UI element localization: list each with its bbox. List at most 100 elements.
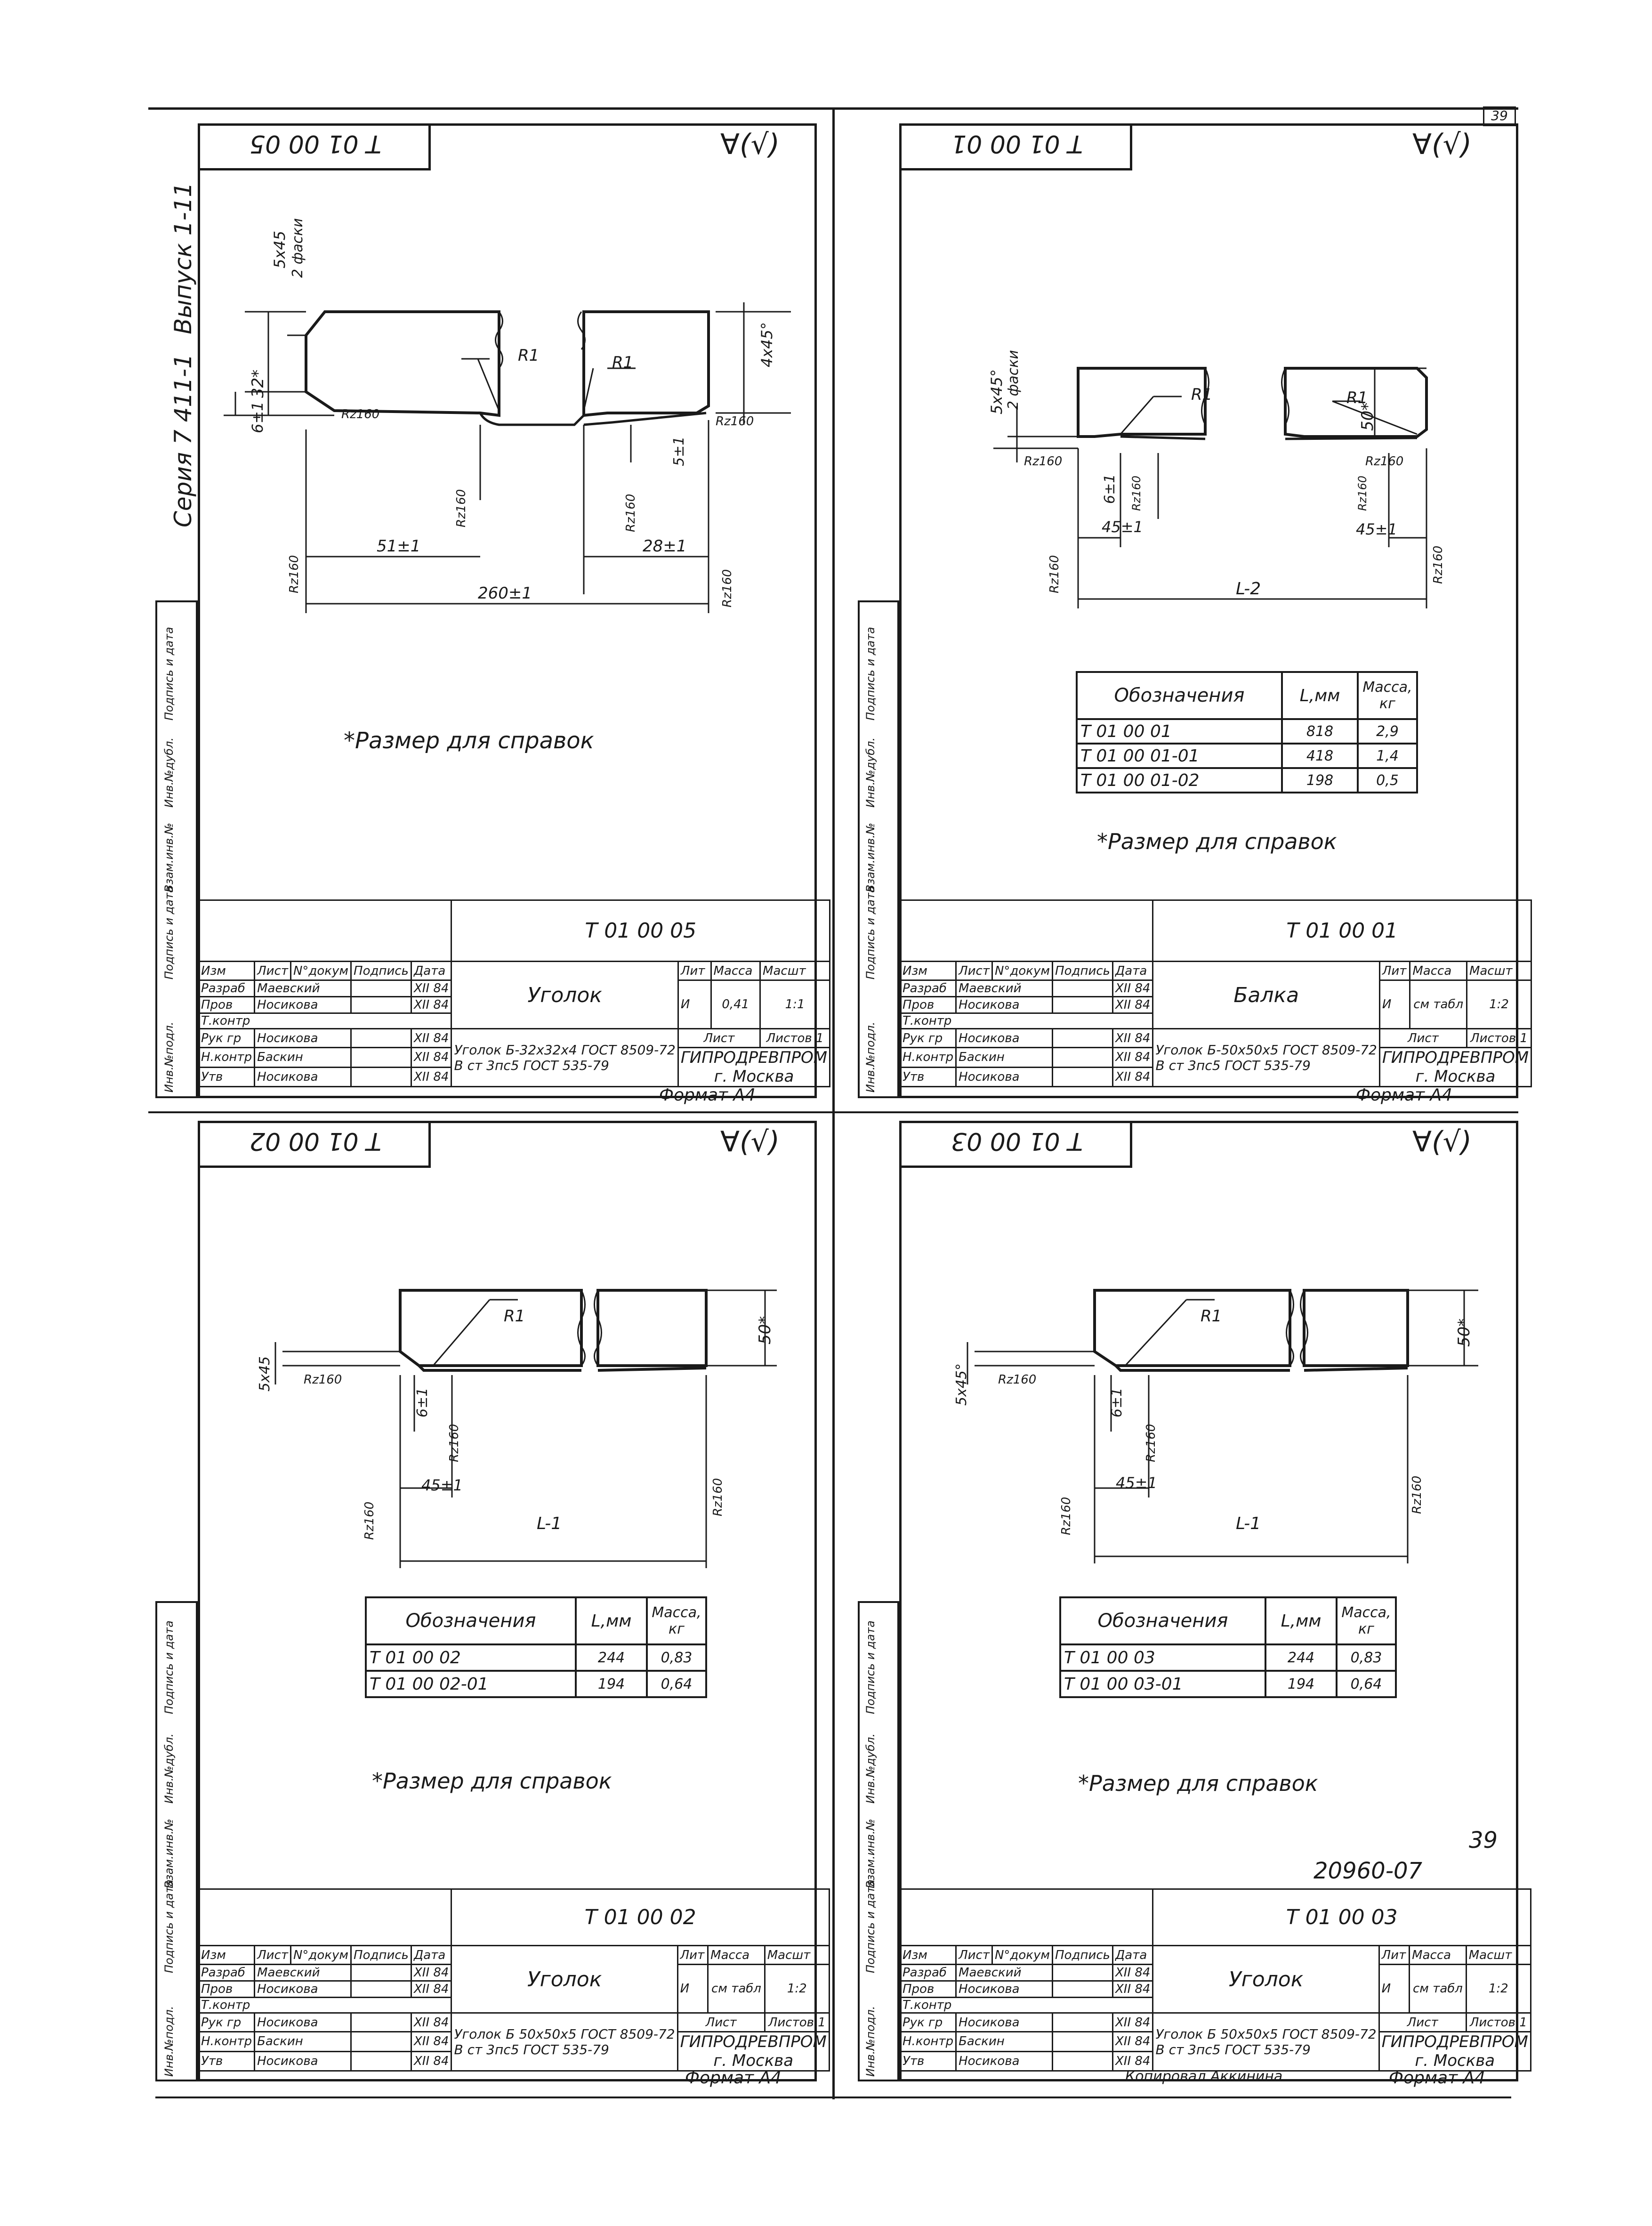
series-issue: Выпуск 1-11 <box>169 182 197 334</box>
side-label-vzam-inv-p2: Взам.инв.№ <box>864 823 877 892</box>
side-strip-p2 <box>858 600 899 1098</box>
side-label-podpis-bottom: Подпись и дата <box>162 886 176 979</box>
tb-title-p2: Балка <box>1152 961 1380 1029</box>
roughness-rz-c-p1: Rz160 <box>454 489 468 527</box>
dim-r1b-p2: R1 <box>1346 389 1368 407</box>
roughness-mark-p1: ∀(√) <box>720 128 780 161</box>
dim-tol6-p1: 6±1 <box>249 401 266 433</box>
dim-total-p4: L-1 <box>1236 1514 1261 1533</box>
roughness-rz-b-p3: Rz160 <box>447 1424 461 1462</box>
side-label-vzam-inv: Взам.инв.№ <box>162 823 176 892</box>
dim-chamfer-note-p2: 2 фаски <box>1005 350 1022 410</box>
series-label: Серия 7 411-1 <box>169 354 197 527</box>
roughness-rz-f-p2: Rz160 <box>1431 545 1445 584</box>
roughness-rz-a-p4: Rz160 <box>998 1373 1037 1387</box>
roughness-mark-p3: ∀(√) <box>720 1125 780 1158</box>
center-vertical-rule <box>832 107 835 2099</box>
roughness-rz-a-p1: Rz160 <box>341 407 380 421</box>
dim-chamfer-p1: 5x45 <box>271 230 289 268</box>
dim-chamfer-p4: 5x45° <box>953 1363 970 1406</box>
side-label-inv-podl-p3: Инв.№подл. <box>162 2006 176 2077</box>
dim-45-p4: 45±1 <box>1116 1474 1157 1492</box>
drawing-panel-t010001 <box>899 123 1518 1098</box>
drawing-panel-t010005 <box>198 123 817 1098</box>
side-label-inv-podl-p2: Инв.№подл. <box>864 1021 877 1093</box>
roughness-rz-a-p3: Rz160 <box>304 1373 342 1387</box>
reference-note-p4: *Размер для справок <box>1078 1771 1318 1796</box>
part-drawing-p1 <box>224 302 791 613</box>
side-label-inv-dubl-p2: Инв.№дубл. <box>864 737 877 808</box>
format-p2: Формат А4 <box>1356 1085 1453 1105</box>
roughness-rz-c-p2: Rz160 <box>1130 475 1143 511</box>
side-label-inv-podl: Инв.№подл. <box>162 1021 176 1093</box>
code-box-p3 <box>198 1121 431 1168</box>
dim-45b-p2: 45±1 <box>1356 520 1397 538</box>
copied-by: Копировал Аккинина <box>1125 2068 1283 2085</box>
side-label-inv-dubl: Инв.№дубл. <box>162 737 176 808</box>
dim-total-p3: L-1 <box>537 1514 562 1533</box>
side-strip-p3 <box>155 1601 198 2081</box>
side-label-podpis-bottom-p2: Подпись и дата <box>864 886 877 979</box>
sheet-number-handwritten: 39 <box>1469 1827 1498 1854</box>
roughness-rz-b-p1: Rz160 <box>716 414 754 429</box>
side-label-inv-dubl-p3: Инв.№дубл. <box>162 1733 176 1804</box>
side-label-podpis-top-p4: Подпись и дата <box>864 1620 877 1714</box>
center-horizontal-rule <box>148 1111 1518 1113</box>
roughness-rz-e-p1: Rz160 <box>287 555 301 593</box>
tb-code-p4: Т 01 00 03 <box>1152 1888 1531 1946</box>
roughness-rz-d-p1: Rz160 <box>624 494 638 532</box>
roughness-rz-c-p4: Rz160 <box>1059 1497 1073 1535</box>
roughness-rz-e-p2: Rz160 <box>1048 555 1062 593</box>
dim-chamfer-note-p1: 2 фаски <box>290 218 306 278</box>
dim-r1-p4: R1 <box>1201 1307 1222 1326</box>
dim-height-p3: 50* <box>756 1316 774 1344</box>
drawing-panel-t010003 <box>899 1121 1518 2081</box>
roughness-rz-d-p3: Rz160 <box>711 1478 725 1516</box>
roughness-rz-c-p3: Rz160 <box>363 1501 377 1540</box>
dim-total-p2: L-2 <box>1236 579 1261 599</box>
code-box-p2 <box>899 123 1132 170</box>
sheet-code: 20960-07 <box>1314 1858 1423 1884</box>
tb-code-p2: Т 01 00 01 <box>1152 899 1532 962</box>
dim-right-chamfer-p1: 4x45° <box>758 322 776 367</box>
roughness-rz-a-p2: Rz160 <box>1024 454 1063 469</box>
dim-tol5-p1: 5±1 <box>671 436 687 466</box>
format-p4: Формат А4 <box>1389 2068 1486 2088</box>
side-label-podpis-bottom-p3: Подпись и дата <box>162 1879 176 1973</box>
tb-title-p4: Уголок <box>1152 1945 1380 2014</box>
side-label-podpis-top-p2: Подпись и дата <box>864 627 877 720</box>
part-drawing-p2 <box>993 367 1428 608</box>
dim-height-p4: 50* <box>1455 1318 1474 1347</box>
dim-45a-p2: 45±1 <box>1102 518 1143 536</box>
dim-28-p1: 28±1 <box>643 537 687 556</box>
dim-chamfer-p2: 5x45° <box>988 369 1006 414</box>
format-p1: Формат А4 <box>659 1085 756 1105</box>
side-strip-p4 <box>858 1601 899 2081</box>
dim-tol6-p3: 6±1 <box>414 1387 431 1417</box>
roughness-rz-d-p4: Rz160 <box>1410 1475 1424 1514</box>
code-box-p1 <box>198 123 431 170</box>
dim-51-p1: 51±1 <box>377 537 421 556</box>
side-label-podpis-top-p3: Подпись и дата <box>162 1620 176 1714</box>
dim-r1b-p1: R1 <box>612 353 634 372</box>
dim-r1a-p1: R1 <box>518 346 540 365</box>
dim-r1a-p2: R1 <box>1191 385 1213 404</box>
side-label-vzam-inv-p3: Взам.инв.№ <box>162 1819 176 1888</box>
roughness-mark-p2: ∀(√) <box>1412 128 1472 161</box>
dim-chamfer-p3: 5x45 <box>257 1356 273 1392</box>
roughness-rz-b-p4: Rz160 <box>1144 1424 1158 1462</box>
dim-total-p1: 260±1 <box>478 584 532 603</box>
tb-code-p3: Т 01 00 02 <box>451 1888 830 1946</box>
side-label-inv-dubl-p4: Инв.№дубл. <box>864 1733 877 1804</box>
part-drawing-p3 <box>274 1289 777 1568</box>
side-label-vzam-inv-p4: Взам.инв.№ <box>864 1819 877 1888</box>
